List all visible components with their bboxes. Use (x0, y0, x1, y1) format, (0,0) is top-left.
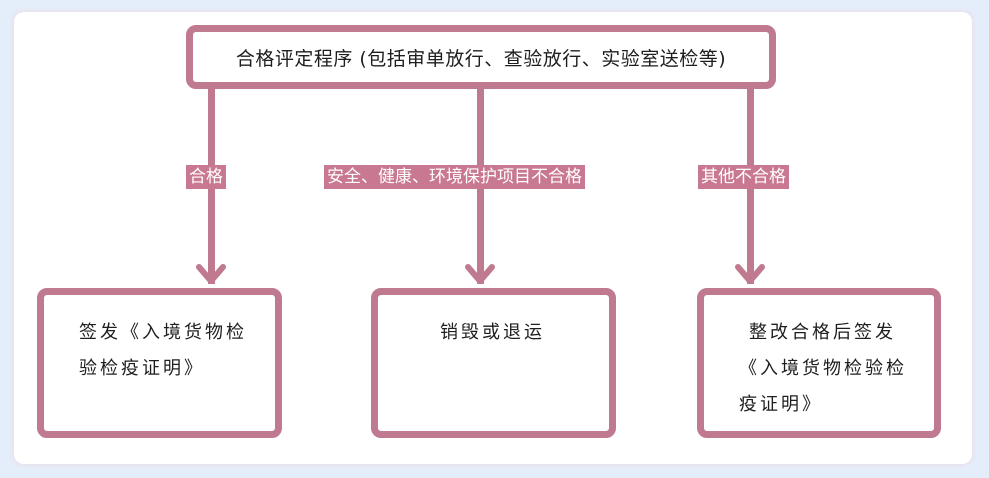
arrow-down-icon (735, 264, 765, 284)
condition-label-safety-fail: 安全、健康、环境保护项目不合格 (324, 165, 585, 189)
result-text: 签发《入境货物检 验检疫证明》 (79, 322, 247, 379)
result-box-rectify-certificate: 整改合格后签发 《入境货物检验检 疫证明》 (697, 288, 941, 438)
condition-label-other-fail: 其他不合格 (698, 165, 789, 189)
result-text: 整改合格后签发 《入境货物检验检 疫证明》 (739, 322, 907, 415)
arrow-down-icon (196, 264, 226, 284)
process-box-text: 合格评定程序 (包括审单放行、查验放行、实验室送检等) (235, 47, 727, 70)
result-box-certificate: 签发《入境货物检 验检疫证明》 (37, 288, 282, 438)
process-box: 合格评定程序 (包括审单放行、查验放行、实验室送检等) (186, 25, 776, 89)
condition-label-pass: 合格 (186, 165, 226, 189)
result-text: 销毁或退运 (440, 322, 545, 343)
result-box-destroy-return: 销毁或退运 (371, 288, 616, 438)
arrow-down-icon (465, 264, 495, 284)
